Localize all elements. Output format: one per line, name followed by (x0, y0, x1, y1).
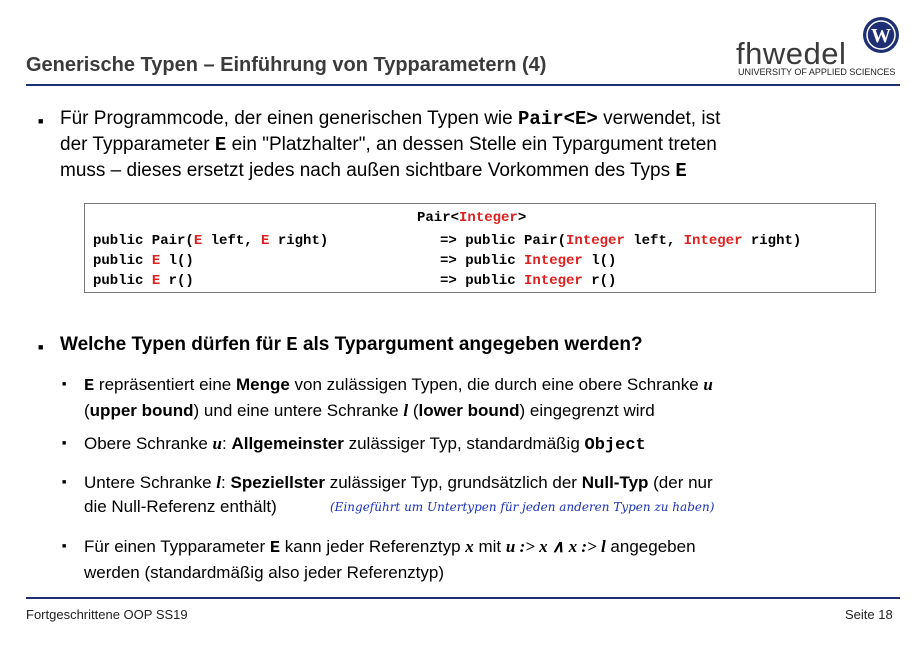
logo-wedel: wedel (762, 36, 847, 71)
sub-bullet-3: Untere Schranke l: Speziellster zulässig… (84, 471, 894, 519)
sub-bullet-3-line-2: die Null-Referenz enthält) (84, 497, 277, 516)
sub-bullet-1-line-1: E repräsentiert eine Menge von zulässige… (84, 375, 713, 396)
sub-bullet-3-line-1: Untere Schranke l: Speziellster zulässig… (84, 473, 713, 492)
logo-subtitle: UNIVERSITY OF APPLIED SCIENCES (738, 67, 896, 77)
footer-course: Fortgeschrittene OOP SS19 (26, 607, 188, 622)
footer-divider (26, 597, 900, 599)
fh-wedel-logo: fhwedel UNIVERSITY OF APPLIED SCIENCES W (736, 16, 906, 80)
sub-bullet-2: Obere Schranke u: Allgemeinster zulässig… (84, 434, 646, 455)
code-line-right: => public Integer r() (440, 273, 617, 289)
bullet-1-line-1: Für Programmcode, der einen generischen … (60, 108, 721, 130)
code-line-right: => public Pair(Integer left, Integer rig… (440, 233, 802, 249)
code-line-right: => public Integer l() (440, 253, 617, 269)
sub-bullet-marker: ■ (62, 440, 67, 447)
code-heading: Pair<Integer> (417, 210, 527, 226)
sub-bullet-marker: ■ (62, 543, 67, 550)
footer-page-number: Seite 18 (845, 607, 893, 622)
bullet-marker: ■ (38, 116, 44, 126)
sub-bullet-4-line-1: Für einen Typparameter E kann jeder Refe… (84, 537, 696, 558)
sub-bullet-1: E repräsentiert eine Menge von zulässige… (84, 373, 894, 423)
code-example-box: Pair<Integer> public Pair(E left, E righ… (84, 203, 876, 293)
bullet-2-question: Welche Typen dürfen für E als Typargumen… (60, 334, 643, 356)
handwritten-annotation: (Eingeführt um Untertypen für jeden ande… (330, 500, 715, 514)
bullet-1-line-3: muss – dieses ersetzt jedes nach außen s… (60, 160, 687, 182)
header-divider (26, 84, 900, 86)
sub-bullet-marker: ■ (62, 479, 67, 486)
code-line-left: public E r() (93, 273, 194, 289)
bullet-1-line-2: der Typparameter E ein "Platzhalter", an… (60, 134, 717, 156)
logo-fh: fh (736, 36, 763, 71)
logo-badge-icon: W (863, 17, 899, 53)
logo-wordmark: fhwedel (736, 36, 846, 72)
sub-bullet-4: Für einen Typparameter E kann jeder Refe… (84, 535, 894, 585)
sub-bullet-marker: ■ (62, 381, 67, 388)
slide-title: Generische Typen – Einführung von Typpar… (26, 54, 547, 76)
bullet-marker: ■ (38, 342, 44, 352)
code-line-left: public E l() (93, 253, 194, 269)
sub-bullet-4-line-2: werden (standardmäßig also jeder Referen… (84, 563, 445, 582)
bullet-1-text: Für Programmcode, der einen generischen … (60, 106, 900, 184)
logo-badge-letter: W (871, 25, 891, 47)
code-line-left: public Pair(E left, E right) (93, 233, 329, 249)
sub-bullet-1-line-2: (upper bound) und eine untere Schranke l… (84, 401, 655, 420)
